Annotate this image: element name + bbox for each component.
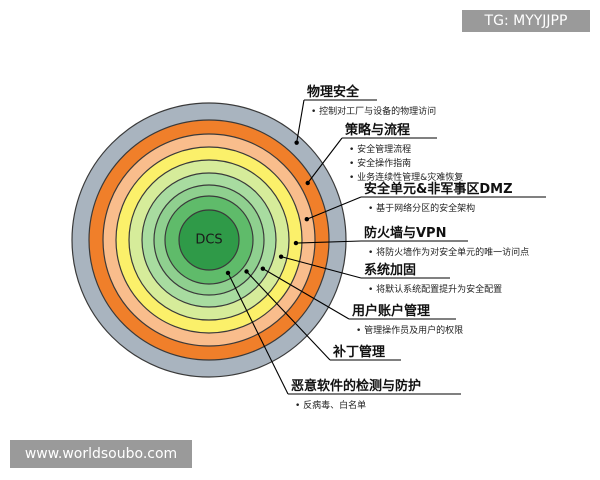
layer-bullet: • 业务连续性管理&灾难恢复 [349, 171, 463, 183]
center-label: DCS [195, 233, 222, 248]
layer-bullet: • 基于网络分区的安全架构 [368, 202, 475, 214]
leader-dot [293, 240, 299, 246]
layer-bullet: • 将防火墙作为对安全单元的唯一访问点 [368, 246, 529, 258]
watermark-bottom: www.worldsoubo.com [10, 440, 192, 468]
layer-title: 策略与流程 [345, 122, 410, 138]
core-circle [178, 209, 240, 271]
layer-title: 安全单元&非军事区DMZ [364, 181, 513, 197]
layer-bullet: • 反病毒、白名单 [295, 399, 366, 411]
layer-title: 恶意软件的检测与防护 [291, 378, 421, 394]
leader-dot [244, 269, 249, 274]
leader-line [227, 272, 289, 395]
leader-dot [294, 140, 299, 145]
leader-line [296, 99, 305, 143]
layer-bullet: • 安全操作指南 [349, 157, 411, 169]
layer-title: 物理安全 [307, 84, 360, 100]
leader-line [307, 137, 343, 184]
layer-title: 用户账户管理 [351, 303, 430, 319]
leader-line [306, 196, 362, 220]
layer-title: 补丁管理 [332, 344, 385, 360]
leader-dot [225, 270, 231, 276]
layer-title: 系统加固 [364, 262, 416, 278]
layer-bullet: • 控制对工厂与设备的物理访问 [311, 105, 436, 117]
leader-dot [278, 254, 284, 259]
leader-line [262, 268, 350, 320]
watermark-top: TG: MYYJJPP [462, 10, 590, 32]
layer-title: 防火墙与VPN [364, 225, 446, 241]
leader-dot [305, 180, 310, 186]
leader-dot [304, 217, 310, 222]
leader-dot [260, 266, 266, 271]
concentric-rings: DCS [71, 102, 347, 378]
leader-line [295, 240, 362, 244]
layer-bullet: • 管理操作员及用户的权限 [356, 324, 463, 336]
layer-bullet: • 将默认系统配置提升为安全配置 [368, 283, 502, 295]
leader-lines [225, 99, 546, 395]
layer-bullet: • 安全管理流程 [349, 143, 411, 155]
leader-line [280, 256, 362, 279]
leader-line [246, 271, 331, 361]
